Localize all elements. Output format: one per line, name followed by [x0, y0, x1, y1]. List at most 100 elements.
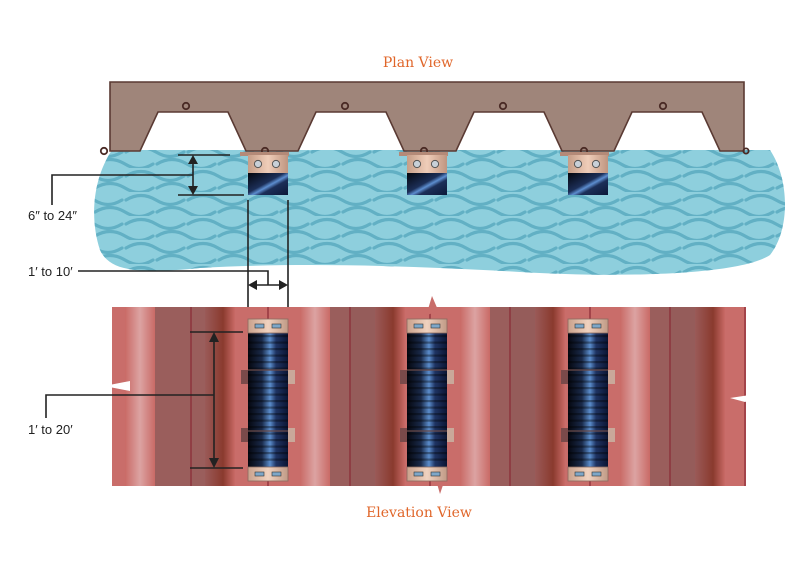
- bracket: [287, 370, 295, 384]
- break-mark-icon: [426, 296, 438, 316]
- fender-band: [407, 380, 447, 383]
- fender-band: [568, 335, 608, 338]
- fender-bottom-cap: [406, 466, 448, 482]
- bolt-icon: [413, 323, 424, 329]
- fender-band: [248, 439, 288, 442]
- fender-band: [248, 341, 288, 344]
- fender-band: [248, 387, 288, 390]
- arrow-down-icon: [188, 186, 198, 195]
- fender-band: [248, 367, 288, 370]
- interlock-icon: [658, 101, 668, 111]
- bracket: [287, 428, 295, 442]
- fender-band: [248, 335, 288, 338]
- height-label: 1′ to 20′: [28, 422, 73, 437]
- fender-band: [407, 374, 447, 377]
- fender-band: [248, 458, 288, 461]
- bracket: [561, 370, 569, 384]
- bolt-icon: [271, 471, 282, 477]
- plan-view-title: Plan View: [383, 55, 453, 71]
- elevation-fenders: [241, 318, 615, 482]
- fender-top-cap: [247, 318, 289, 334]
- fender-band: [407, 393, 447, 396]
- fender-band: [568, 458, 608, 461]
- fender-band: [407, 413, 447, 416]
- fender-band: [248, 413, 288, 416]
- bracket: [400, 370, 408, 384]
- bolt-icon: [574, 471, 585, 477]
- bolt-icon: [271, 159, 281, 169]
- standoff-label: 6″ to 24″: [28, 208, 77, 223]
- interlock-icon: [742, 147, 750, 155]
- arrow-left-icon: [248, 280, 257, 290]
- fender-band: [407, 387, 447, 390]
- bolt-icon: [591, 159, 601, 169]
- fender-band: [568, 419, 608, 422]
- elevation-fender-3: [561, 318, 615, 482]
- bracket: [241, 428, 249, 442]
- fender-band: [407, 354, 447, 357]
- bolt-icon: [254, 471, 265, 477]
- break-mark-icon: [104, 381, 130, 391]
- fender-band: [407, 452, 447, 455]
- fender-band: [248, 348, 288, 351]
- fender-band: [248, 452, 288, 455]
- elevation-fender-2: [400, 318, 454, 482]
- interlock-icon: [99, 146, 109, 156]
- fender-band: [568, 393, 608, 396]
- bolt-icon: [412, 159, 422, 169]
- sheet-pile-wall: [99, 81, 750, 156]
- fender-band: [407, 400, 447, 403]
- fender-band: [568, 439, 608, 442]
- fender-band: [407, 348, 447, 351]
- fender-band: [568, 400, 608, 403]
- bolt-icon: [271, 323, 282, 329]
- plan-fender-2: [399, 152, 448, 195]
- fender-band: [568, 387, 608, 390]
- arrow-up-icon: [209, 332, 219, 342]
- fender-band: [568, 374, 608, 377]
- bolt-icon: [430, 471, 441, 477]
- bolt-icon: [254, 323, 265, 329]
- fender-band: [568, 348, 608, 351]
- fender-band: [568, 452, 608, 455]
- bolt-icon: [591, 471, 602, 477]
- fender-band: [248, 419, 288, 422]
- fender-band: [248, 426, 288, 429]
- fender-band: [568, 432, 608, 435]
- bracket: [446, 370, 454, 384]
- bolt-icon: [413, 471, 424, 477]
- width-label: 1′ to 10′: [28, 264, 73, 279]
- interlock-icon: [181, 101, 191, 111]
- fender-band: [248, 393, 288, 396]
- bracket: [400, 428, 408, 442]
- fender-top-cap: [406, 318, 448, 334]
- fender-band: [568, 426, 608, 429]
- elevation-fender-1: [241, 318, 295, 482]
- fender-band: [407, 367, 447, 370]
- fender-body: [568, 333, 608, 467]
- arrow-down-icon: [209, 458, 219, 468]
- dimension-height: 1′ to 20′: [28, 331, 243, 469]
- fender-band: [568, 367, 608, 370]
- bracket: [607, 370, 615, 384]
- fender-band: [248, 400, 288, 403]
- bracket: [241, 370, 249, 384]
- fender-band: [407, 458, 447, 461]
- fender-bottom-cap: [567, 466, 609, 482]
- fender-band: [568, 361, 608, 364]
- fender-band: [248, 374, 288, 377]
- bracket: [446, 428, 454, 442]
- bolt-icon: [430, 159, 440, 169]
- plan-fender-1: [240, 152, 289, 195]
- fender-band: [568, 413, 608, 416]
- fender-band: [407, 361, 447, 364]
- fender-body: [407, 333, 447, 467]
- bolt-icon: [591, 323, 602, 329]
- bolt-icon: [430, 323, 441, 329]
- plan-fender-3: [560, 152, 609, 195]
- bracket: [607, 428, 615, 442]
- fender-band: [407, 419, 447, 422]
- bolt-icon: [573, 159, 583, 169]
- fender-band: [248, 445, 288, 448]
